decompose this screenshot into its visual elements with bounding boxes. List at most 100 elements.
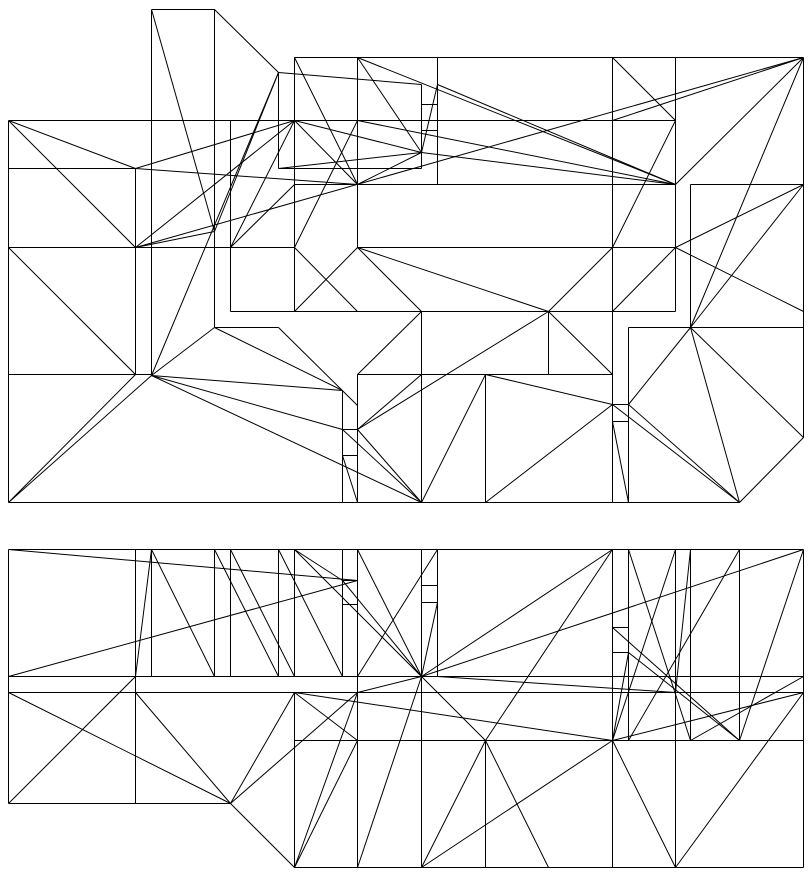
mesh-edge xyxy=(421,84,438,153)
mesh-edge xyxy=(294,120,358,248)
mesh-edge xyxy=(357,549,422,677)
lower-mesh xyxy=(8,549,804,868)
mesh-edge xyxy=(612,404,740,503)
mesh-edge xyxy=(214,327,343,391)
mesh-edge xyxy=(421,740,486,868)
mesh-edge xyxy=(135,120,295,169)
mesh-edge xyxy=(230,692,295,804)
mesh-edge xyxy=(628,404,740,503)
mesh-edge xyxy=(612,652,629,741)
mesh-edge xyxy=(294,120,422,153)
mesh-edge xyxy=(294,57,358,185)
mesh-edge xyxy=(151,549,215,677)
mesh-edge xyxy=(230,120,295,248)
mesh-edge xyxy=(357,549,438,677)
mesh-edge xyxy=(357,311,422,375)
mesh-edge xyxy=(612,740,676,868)
mesh-edge xyxy=(357,120,676,185)
mesh-edge xyxy=(151,9,215,232)
mesh-edge xyxy=(612,692,804,741)
mesh-edge xyxy=(294,692,613,741)
mesh-edge xyxy=(421,676,486,741)
mesh-edge xyxy=(294,740,358,868)
mesh-edge xyxy=(690,57,804,328)
mesh-edge xyxy=(675,549,691,693)
mesh-edge xyxy=(151,327,215,376)
mesh-edge xyxy=(612,57,804,121)
mesh-edge xyxy=(739,437,804,503)
mesh-edge xyxy=(357,247,549,312)
mesh-edge xyxy=(675,692,804,868)
mesh-edge xyxy=(151,375,422,503)
mesh-edge xyxy=(612,549,676,741)
mesh-edge xyxy=(612,120,676,248)
mesh-edge xyxy=(485,374,613,405)
mesh-edge xyxy=(230,803,295,868)
mesh-edge xyxy=(421,602,438,677)
mesh-edge xyxy=(342,455,358,503)
mesh-edge xyxy=(8,247,136,375)
mesh-edge xyxy=(628,327,691,405)
mesh-edge xyxy=(8,580,358,677)
mesh-edge xyxy=(437,84,676,185)
mesh-edge xyxy=(151,375,343,430)
mesh-edge xyxy=(278,327,358,406)
mesh-edge xyxy=(230,184,295,248)
mesh-edge xyxy=(151,375,343,391)
mesh-edge xyxy=(135,231,215,248)
mesh-edge xyxy=(548,247,613,312)
mesh-edge xyxy=(135,692,231,804)
mesh-edge xyxy=(357,676,422,693)
mesh-edge xyxy=(230,692,358,804)
mesh-edge xyxy=(628,652,740,741)
mesh-edge xyxy=(230,549,295,677)
mesh-edge xyxy=(548,311,613,375)
mesh-edge xyxy=(357,57,422,153)
mesh-edge xyxy=(675,247,804,312)
mesh-edge xyxy=(612,421,629,503)
mesh-edge xyxy=(135,57,804,248)
mesh-edge xyxy=(675,184,804,248)
mesh-edge xyxy=(8,676,136,804)
mesh-edge xyxy=(278,549,343,677)
mesh-edge xyxy=(294,120,358,185)
mesh-edge xyxy=(135,168,358,185)
mesh-edge xyxy=(612,57,676,121)
upper-mesh xyxy=(8,9,804,503)
mesh-edge xyxy=(342,429,422,503)
mesh-edge xyxy=(485,549,613,741)
mesh-edge xyxy=(421,740,613,868)
mesh-edge xyxy=(421,549,613,677)
mesh-edge xyxy=(357,429,422,503)
mesh-edge xyxy=(357,152,422,185)
mesh-edge xyxy=(294,692,358,868)
mesh-edge xyxy=(690,676,804,741)
mesh-edge xyxy=(342,580,422,677)
mesh-edge xyxy=(357,247,422,312)
mesh-edge xyxy=(8,120,136,169)
mesh-edge xyxy=(421,152,676,185)
mesh-edge xyxy=(8,375,152,503)
mesh-edge xyxy=(357,676,422,868)
mesh-edge xyxy=(675,57,804,185)
mesh-edge xyxy=(278,72,422,85)
mesh-edge xyxy=(8,120,136,248)
mesh-edge xyxy=(690,327,804,438)
mesh-edge xyxy=(214,549,279,677)
mesh-edge xyxy=(294,549,422,677)
mesh-edge xyxy=(437,676,676,693)
mesh-edge xyxy=(357,57,676,185)
mesh-edge xyxy=(690,327,740,503)
mesh-edge xyxy=(294,549,343,581)
mesh-edge xyxy=(135,120,295,248)
mesh-edge xyxy=(421,549,804,677)
mesh-edge xyxy=(135,549,152,677)
mesh-edge xyxy=(8,692,231,804)
mesh-edge xyxy=(8,374,136,503)
mesh-edge xyxy=(294,692,358,741)
mesh-edge xyxy=(612,247,676,312)
mesh-edge xyxy=(214,9,279,73)
mesh-edge xyxy=(628,549,740,741)
mesh-edge xyxy=(485,404,613,503)
